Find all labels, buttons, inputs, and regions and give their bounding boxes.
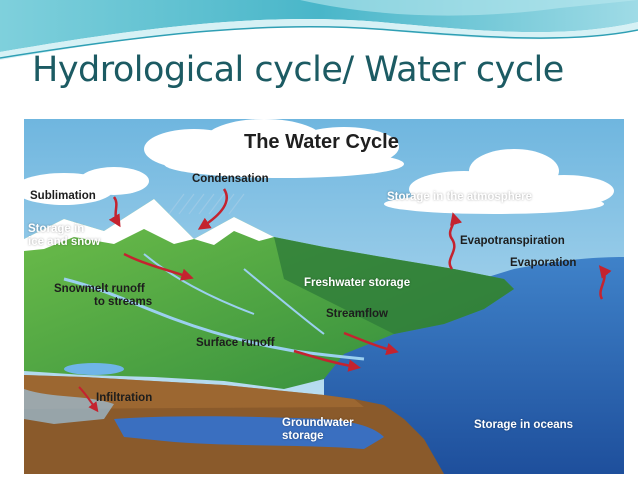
label-groundwater-line2: storage xyxy=(282,430,324,442)
forest xyxy=(274,237,514,334)
slide-title: Hydrological cycle/ Water cycle xyxy=(32,50,564,90)
cloud-right xyxy=(384,149,614,214)
evaporation-arrow xyxy=(598,265,612,300)
stream-3 xyxy=(243,268,325,335)
stream-2 xyxy=(143,253,255,315)
label-sublimation: Sublimation xyxy=(30,190,96,202)
label-condensation: Condensation xyxy=(192,173,269,185)
water-cycle-illustration xyxy=(24,119,624,474)
soil-top xyxy=(24,375,364,409)
label-snowmelt-line2: to streams xyxy=(94,296,153,308)
infiltration-arrow xyxy=(78,386,99,413)
cloud-top xyxy=(144,119,404,178)
sublimation-arrow xyxy=(108,196,121,228)
label-storage-oceans: Storage in oceans xyxy=(474,419,574,431)
water-cycle-diagram: The Water Cycle Condensation Sublimation… xyxy=(24,119,624,474)
snow-left xyxy=(24,199,194,251)
snowmelt-arrow xyxy=(123,252,194,281)
label-evaporation: Evaporation xyxy=(510,257,577,269)
label-streamflow: Streamflow xyxy=(326,308,388,320)
cloud-left xyxy=(24,167,149,205)
header-swoosh-decoration xyxy=(0,0,638,60)
label-evapotranspiration: Evapotranspiration xyxy=(460,235,565,247)
label-freshwater-storage: Freshwater storage xyxy=(304,277,411,289)
groundwater xyxy=(114,416,384,449)
stream xyxy=(63,277,365,361)
streamflow-arrow xyxy=(343,331,399,356)
surface-runoff-arrow xyxy=(293,349,361,372)
label-surface-runoff: Surface runoff xyxy=(196,337,275,349)
land xyxy=(24,199,514,389)
infiltration-zone xyxy=(24,389,114,424)
snow-right xyxy=(194,217,274,245)
evapotranspiration-arrow xyxy=(448,212,463,270)
lake xyxy=(64,363,124,375)
label-snowmelt-line1: Snowmelt runoff xyxy=(54,283,145,295)
label-groundwater-line1: Groundwater xyxy=(282,417,354,429)
diagram-title: The Water Cycle xyxy=(244,131,399,153)
condensation-arrow xyxy=(197,188,228,230)
label-storage-atmosphere: Storage in the atmosphere xyxy=(387,191,533,203)
label-storage-ice-line2: ice and snow xyxy=(28,236,101,248)
label-infiltration: Infiltration xyxy=(96,392,153,404)
label-storage-ice-line1: Storage in xyxy=(28,223,85,235)
